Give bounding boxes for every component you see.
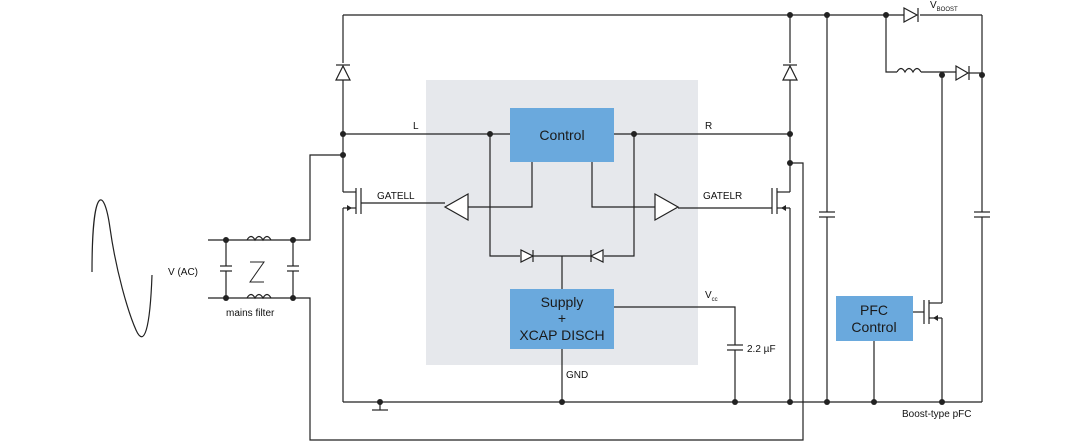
vac-label: V (AC) [168, 267, 198, 278]
boost-inductor [896, 67, 922, 74]
control-block [510, 108, 614, 162]
vcc-label: Vcc [705, 290, 718, 303]
right-diode [782, 64, 798, 81]
boost-diode [955, 64, 970, 82]
supply-label-1: Supply [541, 294, 584, 310]
pfc-label-1: PFC [860, 302, 888, 318]
control-label: Control [539, 127, 584, 143]
vboost-diode [903, 6, 919, 24]
supply-label-3: XCAP DISCH [519, 327, 604, 343]
cap-value-label: 2.2 µF [747, 344, 776, 355]
gnd-label: GND [566, 370, 588, 381]
left-gate-driver [443, 192, 469, 222]
boost-mosfet [913, 300, 942, 324]
gatelr-label: GATELR [703, 191, 742, 202]
gatell-label: GATELL [377, 191, 415, 202]
l-label: L [413, 121, 419, 132]
supply-label-2: + [558, 310, 566, 326]
vboost-label: VBOOST [930, 0, 958, 13]
pfc-control-block [836, 296, 913, 341]
r-label: R [705, 121, 712, 132]
boost-pfc-label: Boost-type pFC [902, 409, 971, 420]
left-diode [335, 64, 351, 81]
mains-filter [208, 235, 299, 301]
mains-filter-label: mains filter [226, 308, 275, 319]
supply-block [510, 289, 614, 349]
right-mosfet [678, 188, 790, 214]
ac-sine-wave [91, 199, 153, 338]
left-mosfet [343, 188, 445, 214]
right-gate-driver [654, 192, 680, 222]
pfc-label-2: Control [851, 319, 896, 335]
